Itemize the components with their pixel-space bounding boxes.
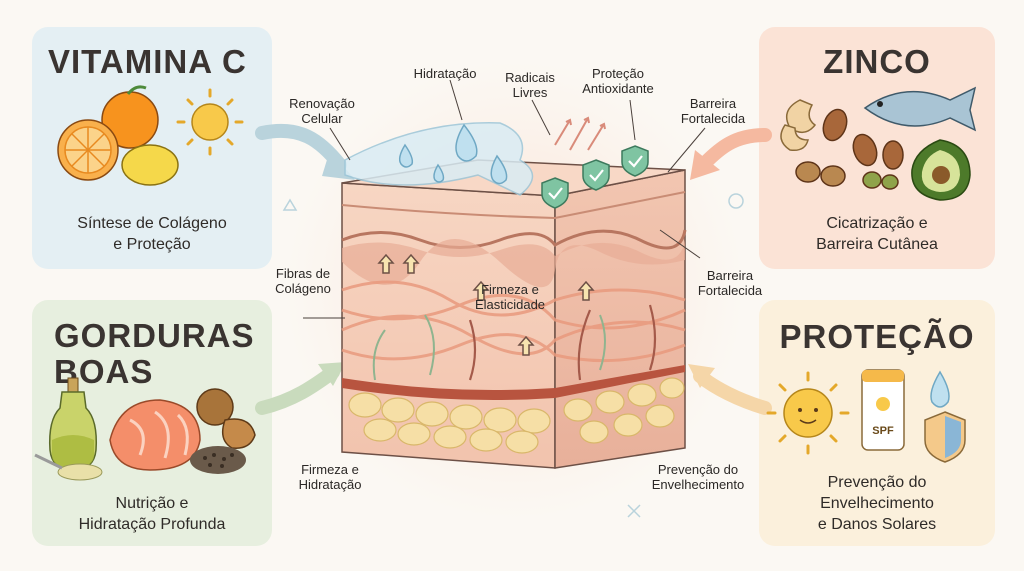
sunscreen-icon bbox=[861, 369, 905, 451]
desc-line: Envelhecimento bbox=[820, 495, 934, 512]
label-hidratacao: Hidratação bbox=[413, 66, 477, 81]
almond-icon bbox=[795, 108, 904, 190]
fish-icon bbox=[863, 86, 977, 132]
shield-icon bbox=[541, 145, 649, 209]
label-firmeza-elasticidade: Firmeza e Elasticidade bbox=[460, 282, 560, 312]
label-line: Antioxidante bbox=[582, 81, 654, 96]
panel-desc-protecao: Prevenção do Envelhecimento e Danos Sola… bbox=[759, 472, 995, 535]
panel-title-vitamina-c: VITAMINA C bbox=[48, 43, 247, 80]
panel-desc-zinco: Cicatrização e Barreira Cutânea bbox=[759, 213, 995, 255]
desc-line: e Proteção bbox=[113, 236, 191, 253]
label-line: Prevenção do bbox=[657, 462, 739, 477]
water-drop-icon bbox=[398, 123, 508, 185]
label-line: Firmeza e bbox=[481, 282, 539, 297]
olive-oil-icon bbox=[34, 377, 103, 481]
water-drop-icon bbox=[930, 370, 950, 408]
label-prevencao-envelhecimento: Prevenção do Envelhecimento bbox=[638, 462, 758, 492]
label-line: Fortalecida bbox=[697, 283, 763, 298]
label-line: Colágeno bbox=[275, 281, 331, 296]
desc-line: Cicatrização e bbox=[826, 215, 928, 232]
label-line: Renovação bbox=[289, 96, 355, 111]
title-line: GORDURAS bbox=[54, 317, 255, 354]
label-barreira-fortalecida-top: Barreira Fortalecida bbox=[668, 96, 758, 126]
skin-block bbox=[341, 159, 687, 469]
label-fibras-colageno: Fibras de Colágeno bbox=[262, 266, 344, 296]
label-line: Firmeza e bbox=[301, 462, 359, 477]
label-line: Livres bbox=[512, 85, 548, 100]
desc-line: Prevenção do bbox=[827, 474, 927, 491]
sun-icon bbox=[766, 371, 850, 455]
label-barreira-fortalecida-mid: Barreira Fortalecida bbox=[685, 268, 775, 298]
shield-icon bbox=[924, 411, 966, 463]
orange-icon bbox=[57, 85, 159, 181]
salmon-icon bbox=[109, 399, 201, 471]
label-renovacao-celular: Renovação Celular bbox=[282, 96, 362, 126]
label-line: Barreira bbox=[689, 96, 737, 111]
label-protecao-antioxidante: Proteção Antioxidante bbox=[568, 66, 668, 96]
desc-line: e Danos Solares bbox=[817, 516, 937, 533]
label-line: Envelhecimento bbox=[651, 477, 745, 492]
seeds-icon bbox=[190, 446, 246, 474]
cashew-icon bbox=[780, 99, 817, 152]
panel-title-gorduras: GORDURAS BOAS bbox=[54, 318, 255, 390]
panel-title-zinco: ZINCO bbox=[823, 43, 931, 80]
label-line: Fortalecida bbox=[680, 111, 746, 126]
label-line: Elasticidade bbox=[474, 297, 546, 312]
lemon-icon bbox=[121, 144, 179, 186]
avocado-icon bbox=[911, 139, 971, 201]
label-line: Barreira bbox=[706, 268, 754, 283]
desc-line: Nutrição e bbox=[115, 495, 189, 512]
label-line: Proteção bbox=[591, 66, 645, 81]
label-line: Hidratação bbox=[298, 477, 362, 492]
spf-label: SPF bbox=[872, 425, 894, 437]
panel-desc-gorduras: Nutrição e Hidratação Profunda bbox=[32, 493, 272, 535]
sun-icon bbox=[176, 88, 244, 156]
walnut-icon bbox=[196, 388, 256, 449]
label-radicais-livres: Radicais Livres bbox=[495, 70, 565, 100]
desc-line: Síntese de Colágeno bbox=[77, 215, 227, 232]
panel-title-protecao: PROTEÇÃO bbox=[779, 318, 975, 355]
desc-line: Barreira Cutânea bbox=[816, 236, 938, 253]
label-line: Celular bbox=[301, 111, 343, 126]
panel-desc-vitamina-c: Síntese de Colágeno e Proteção bbox=[32, 213, 272, 255]
label-line: Radicais bbox=[505, 70, 555, 85]
desc-line: Hidratação Profunda bbox=[78, 516, 226, 533]
label-firmeza-hidratacao: Firmeza e Hidratação bbox=[282, 462, 378, 492]
label-line: Fibras de bbox=[275, 266, 331, 281]
